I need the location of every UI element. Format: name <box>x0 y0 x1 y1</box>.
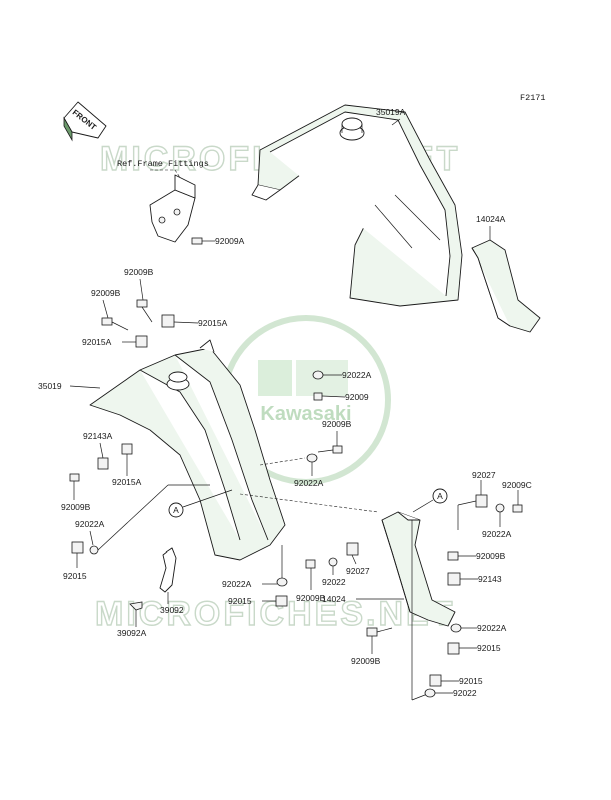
label-92009B-g: 92009B <box>351 656 381 666</box>
washer-92022A-d <box>495 503 505 513</box>
bolt-92009B-c <box>317 445 343 454</box>
label-92022-a: 92022 <box>322 577 346 587</box>
label-39092A: 39092A <box>117 628 147 638</box>
bracket-14024A <box>471 239 541 333</box>
label-92143: 92143 <box>478 574 502 584</box>
label-92009B-e: 92009B <box>476 551 506 561</box>
label-92015-a: 92015 <box>63 571 87 581</box>
label-92027-b: 92027 <box>346 566 370 576</box>
label-92009B-c: 92009B <box>322 419 352 429</box>
spacer-92143A <box>97 457 109 470</box>
label-39092: 39092 <box>160 605 184 615</box>
clamp-39092 <box>159 547 177 593</box>
label-35019: 35019 <box>38 381 62 391</box>
nut-92015-a <box>71 541 84 554</box>
spacer-92027-a <box>475 494 488 508</box>
bolt-92009B-b <box>101 317 129 331</box>
label-35019A: 35019A <box>376 107 406 117</box>
label-92009B-d: 92009B <box>61 502 91 512</box>
callout-a-right: A <box>412 488 448 513</box>
svg-text:A: A <box>173 505 179 515</box>
bracket-14024 <box>381 511 456 627</box>
label-92009C: 92009C <box>502 480 532 490</box>
bolt-92009 <box>313 392 323 401</box>
bolt-92009B-d <box>69 473 80 482</box>
washer-92022-a <box>328 557 338 567</box>
spacer-92027-b <box>346 542 359 556</box>
label-92022-b: 92022 <box>453 688 477 698</box>
bolt-92009B-e <box>447 551 459 561</box>
nut-92015-c <box>429 674 442 687</box>
nut-92015-d <box>275 595 288 607</box>
label-92015-c: 92015 <box>459 676 483 686</box>
label-92022A-f: 92022A <box>222 579 252 589</box>
washer-92022A-c <box>89 545 99 555</box>
ref-frame-note: Ref.Frame Fittings <box>117 159 209 169</box>
frame-bracket <box>149 174 196 243</box>
label-92009: 92009 <box>345 392 369 402</box>
label-92027-a: 92027 <box>472 470 496 480</box>
label-92015A-a: 92015A <box>198 318 228 328</box>
front-arrow-icon: FRONT <box>63 101 107 142</box>
label-92022A-g: 92022A <box>477 623 507 633</box>
callout-a-left: A <box>168 489 233 518</box>
bolt-92009A <box>191 237 215 245</box>
label-14024A: 14024A <box>476 214 506 224</box>
washer-92022A-f <box>276 577 288 587</box>
label-92015-d: 92015 <box>228 596 252 606</box>
label-92022A-d: 92022A <box>482 529 512 539</box>
label-92009B-f: 92009B <box>296 593 326 603</box>
bolt-92009B-f <box>305 559 316 569</box>
nut-92015-b <box>447 642 460 655</box>
washer-92022-b <box>424 688 436 698</box>
bolt-92009B-a <box>136 299 153 323</box>
nut-92015A-a <box>161 314 175 328</box>
watermark-brand-text: Kawasaki <box>260 403 351 425</box>
svg-text:A: A <box>437 491 443 501</box>
label-92009B-b: 92009B <box>91 288 121 298</box>
bolt-92009C <box>512 504 523 513</box>
clip-39092A <box>129 601 143 611</box>
label-92015-b: 92015 <box>477 643 501 653</box>
nut-92015A-b <box>135 335 148 348</box>
label-92022A-a: 92022A <box>342 370 372 380</box>
label-92015A-c: 92015A <box>112 477 142 487</box>
spacer-92143 <box>447 572 461 586</box>
label-92009A: 92009A <box>215 236 245 246</box>
label-14024: 14024 <box>322 594 346 604</box>
label-92022A-c: 92022A <box>75 519 105 529</box>
label-92022A-b: 92022A <box>294 478 324 488</box>
label-92009B-a: 92009B <box>124 267 154 277</box>
nut-92015A-c <box>121 443 133 455</box>
rear-fender-35019A <box>251 104 463 307</box>
washer-92022A-g <box>450 623 462 633</box>
label-92015A-b: 92015A <box>82 337 112 347</box>
label-92143A: 92143A <box>83 431 113 441</box>
washer-92022A-b <box>306 453 318 463</box>
front-fender-35019 <box>89 339 286 561</box>
washer-92022A-a <box>312 370 324 380</box>
figure-code: F2171 <box>520 93 546 103</box>
